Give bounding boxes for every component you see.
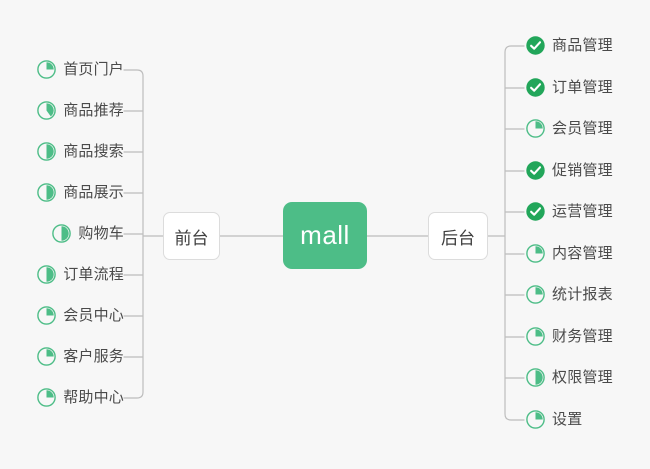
mindmap-leaf-left-7[interactable]: 客户服务 <box>37 347 124 366</box>
leaf-label: 订单管理 <box>552 79 613 96</box>
status-progress-pie-icon <box>526 327 545 346</box>
status-progress-pie-icon <box>37 101 56 120</box>
leaf-label: 会员中心 <box>63 307 124 324</box>
mindmap-leaf-right-2[interactable]: 会员管理 <box>526 119 613 138</box>
mindmap-leaf-right-6[interactable]: 统计报表 <box>526 285 613 304</box>
leaf-label: 商品管理 <box>552 37 613 54</box>
status-progress-pie-icon <box>37 347 56 366</box>
status-progress-pie-icon <box>526 368 545 387</box>
root-node-mall[interactable]: mall <box>283 202 367 269</box>
leaf-label: 运营管理 <box>552 203 613 220</box>
leaf-label: 购物车 <box>78 225 124 242</box>
leaf-label: 促销管理 <box>552 162 613 179</box>
leaf-label: 订单流程 <box>63 266 124 283</box>
mindmap-leaf-left-1[interactable]: 商品推荐 <box>37 101 124 120</box>
mindmap-leaf-left-5[interactable]: 订单流程 <box>37 265 124 284</box>
status-progress-pie-icon <box>37 142 56 161</box>
status-check-icon <box>526 161 545 180</box>
status-progress-pie-icon <box>37 265 56 284</box>
branch-node-backend[interactable]: 后台 <box>428 212 488 260</box>
leaf-label: 商品搜索 <box>63 143 124 160</box>
leaf-label: 权限管理 <box>552 369 613 386</box>
status-progress-pie-icon <box>37 306 56 325</box>
mindmap-leaf-right-5[interactable]: 内容管理 <box>526 244 613 263</box>
status-check-icon <box>526 202 545 221</box>
branch-node-frontend[interactable]: 前台 <box>163 212 220 260</box>
mindmap-leaf-left-2[interactable]: 商品搜索 <box>37 142 124 161</box>
mindmap-leaf-right-3[interactable]: 促销管理 <box>526 161 613 180</box>
leaf-label: 统计报表 <box>552 286 613 303</box>
status-progress-pie-icon <box>526 244 545 263</box>
status-progress-pie-icon <box>37 60 56 79</box>
leaf-label: 会员管理 <box>552 120 613 137</box>
status-check-icon <box>526 36 545 55</box>
mindmap-leaf-left-8[interactable]: 帮助中心 <box>37 388 124 407</box>
status-progress-pie-icon <box>526 285 545 304</box>
mindmap-leaf-right-4[interactable]: 运营管理 <box>526 202 613 221</box>
status-progress-pie-icon <box>52 224 72 243</box>
mindmap-leaf-right-7[interactable]: 财务管理 <box>526 327 613 346</box>
leaf-label: 内容管理 <box>552 245 613 262</box>
mindmap-leaf-right-1[interactable]: 订单管理 <box>526 78 613 97</box>
status-check-icon <box>526 78 545 97</box>
mindmap-leaf-left-6[interactable]: 会员中心 <box>37 306 124 325</box>
mindmap-leaf-right-9[interactable]: 设置 <box>526 410 582 429</box>
leaf-label: 首页门户 <box>63 61 124 78</box>
status-progress-pie-icon <box>526 410 545 429</box>
leaf-label: 商品展示 <box>63 184 124 201</box>
status-progress-pie-icon <box>37 183 56 202</box>
mindmap-leaf-left-4[interactable]: 购物车 <box>52 224 124 243</box>
status-progress-pie-icon <box>37 388 56 407</box>
status-progress-pie-icon <box>526 119 545 138</box>
leaf-label: 财务管理 <box>552 328 613 345</box>
leaf-label: 帮助中心 <box>63 389 124 406</box>
leaf-label: 商品推荐 <box>63 102 124 119</box>
leaf-label: 设置 <box>552 411 583 428</box>
mindmap-leaf-left-3[interactable]: 商品展示 <box>37 183 124 202</box>
leaf-label: 客户服务 <box>63 348 124 365</box>
mindmap-leaf-left-0[interactable]: 首页门户 <box>37 60 124 79</box>
mindmap-leaf-right-8[interactable]: 权限管理 <box>526 368 613 387</box>
mindmap-leaf-right-0[interactable]: 商品管理 <box>526 36 613 55</box>
